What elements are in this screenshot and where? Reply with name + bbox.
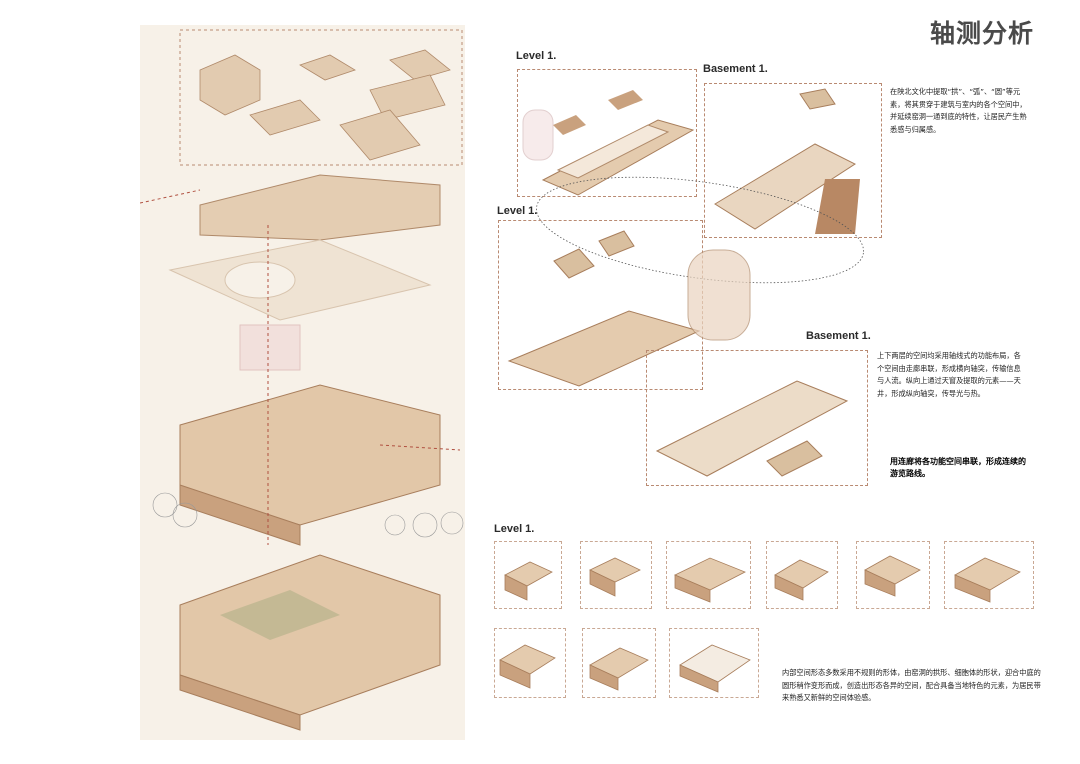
level-1-diagram-frame xyxy=(517,69,697,197)
trees xyxy=(152,492,464,538)
room-thumbnail xyxy=(856,541,930,609)
label-level-1-top: Level 1. xyxy=(516,50,557,62)
room-thumbnail xyxy=(944,541,1034,609)
note-cultural-elements: 在陕北文化中提取“拱”、“弧”、“圆”等元素，将其贯穿于建筑与室内的各个空间中，… xyxy=(890,87,1027,134)
horizontal-axis-arrow xyxy=(379,444,461,451)
label-basement-1-top: Basement 1. xyxy=(703,63,768,75)
basement-1-exploded-frame xyxy=(646,350,868,486)
room-thumbnail xyxy=(666,541,751,609)
note-corridor: 用连廊将各功能空间串联，形成连续的游览路线。 xyxy=(890,457,1026,478)
basement-1-exploded-axonometric xyxy=(655,380,849,477)
basement-1-axonometric xyxy=(714,88,860,234)
level-1-axonometric xyxy=(522,90,695,196)
roof-layer-dashed-frame xyxy=(179,29,463,166)
label-level-1-bottom: Level 1. xyxy=(494,523,535,535)
label-basement-1-mid: Basement 1. xyxy=(806,330,871,342)
room-thumbnail xyxy=(494,541,562,609)
note-axis-layout: 上下两层的空间均采用轴线式的功能布局，各个空间由走廊串联，形成横向轴突，传输信息… xyxy=(877,351,1021,398)
exploded-axonometric-panel xyxy=(140,25,465,740)
roof-pieces xyxy=(199,49,451,161)
note-interior-form: 内部空间形态多数采用不规则的形体，由窑洞的拱形、细胞体的形状，迎合中庭的圆形稍作… xyxy=(782,668,1041,702)
page-title: 轴测分析 xyxy=(929,19,1034,48)
label-level-1-mid: Level 1. xyxy=(497,205,538,217)
basement-1-diagram-frame xyxy=(704,83,882,238)
courtyard-green xyxy=(220,590,340,640)
room-thumbnail xyxy=(580,541,652,609)
room-thumbnail xyxy=(582,628,656,698)
atrium-cylinder xyxy=(239,324,301,371)
skylight-plane xyxy=(168,239,432,321)
room-thumbnail xyxy=(766,541,838,609)
room-thumbnail xyxy=(494,628,566,698)
exploded-axonometric-drawing xyxy=(140,29,464,731)
roof-slab xyxy=(199,174,441,241)
room-thumbnail xyxy=(669,628,759,698)
